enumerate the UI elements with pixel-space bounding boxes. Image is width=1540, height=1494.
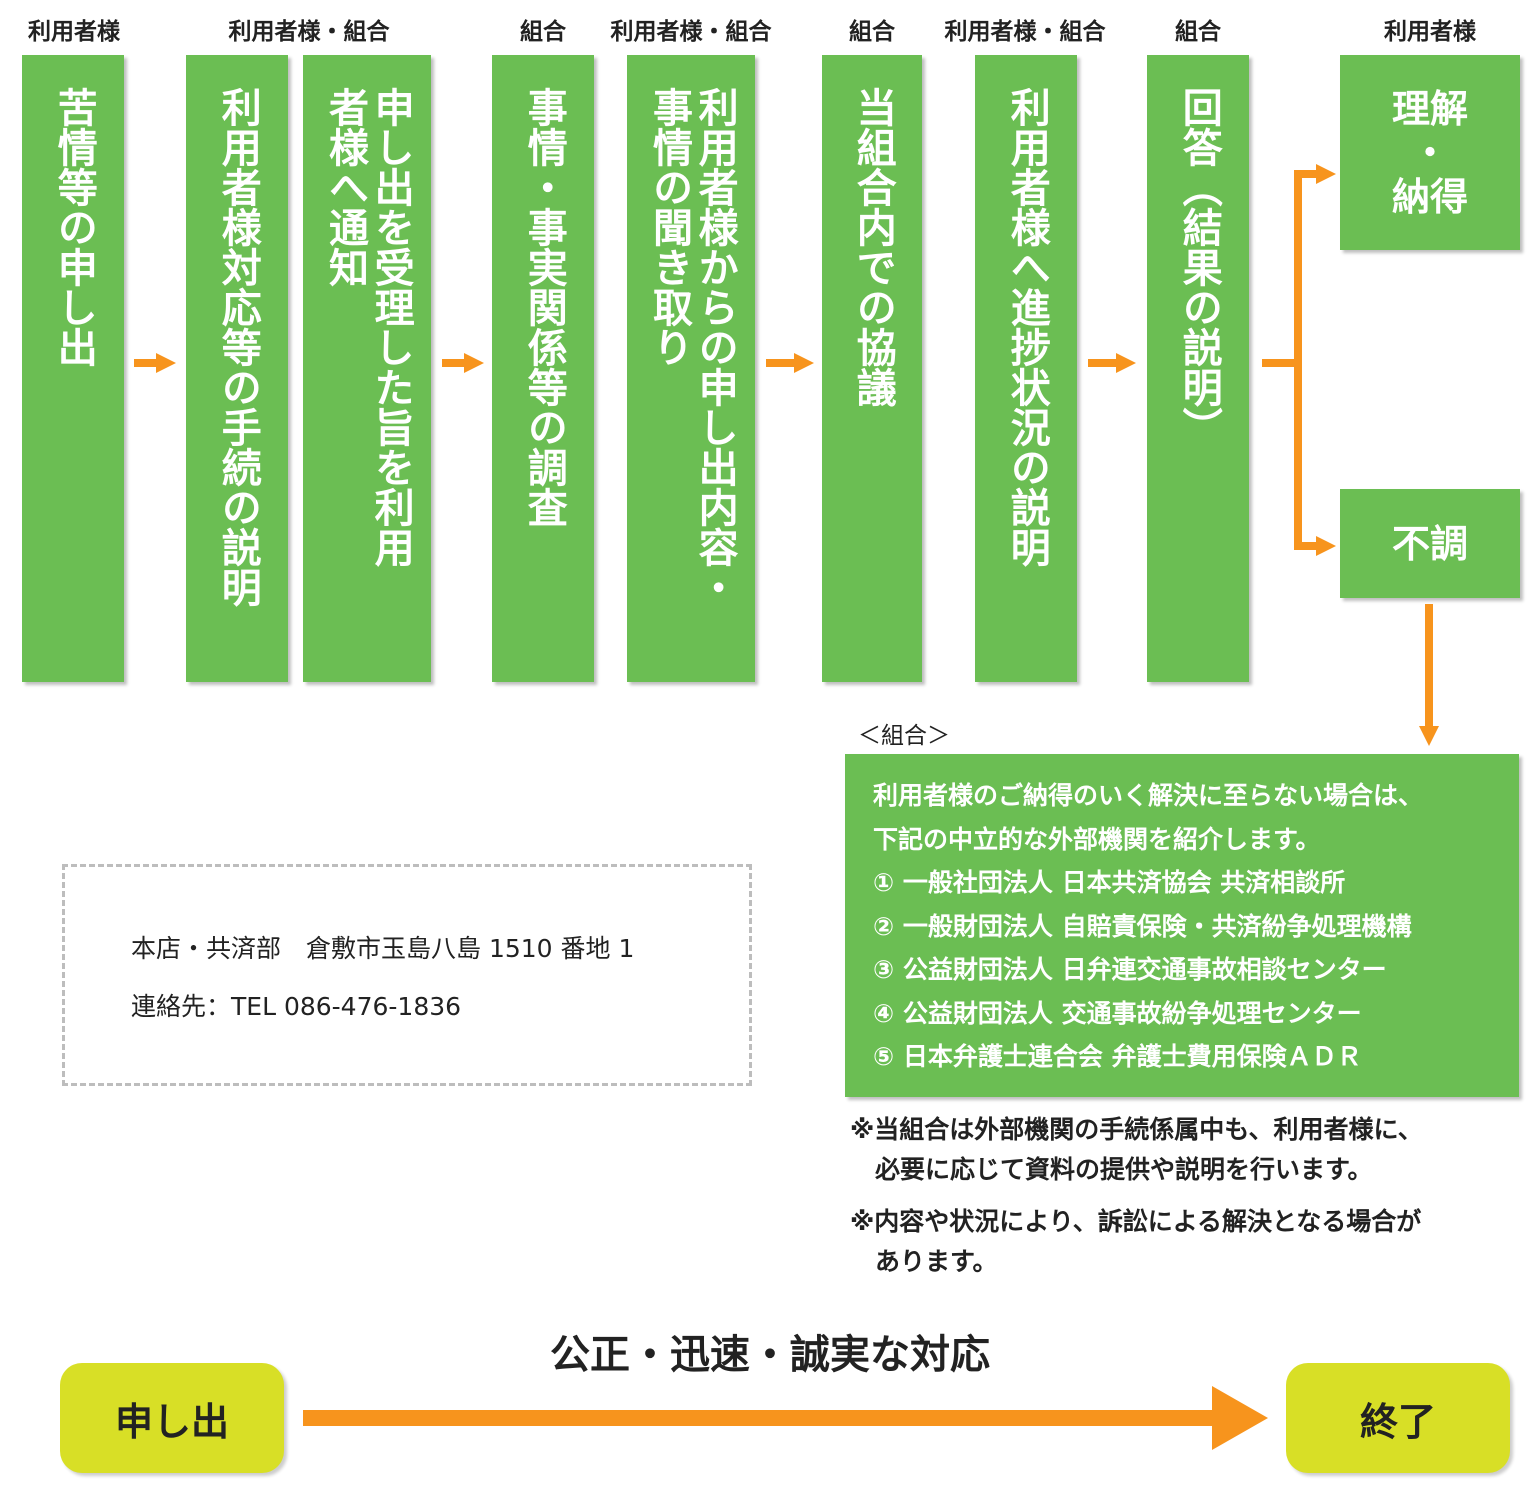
arrow-right-icon (134, 353, 176, 373)
step-investigation-box: 事情・事実関係等の調査 (492, 55, 594, 682)
outcome-unresolved-box: 不調 (1340, 489, 1520, 598)
remark-line: ※内容や状況により、訴訟による解決となる場合が (850, 1207, 1422, 1236)
step-complaint-text: 苦情等の申し出 (50, 87, 97, 367)
remark-line: ※当組合は外部機関の手続係属中も、利用者様に、 (850, 1115, 1423, 1144)
actor-label-6: 利用者様・組合 (944, 19, 1106, 45)
actor-label-1: 利用者様 (28, 19, 120, 45)
address-line: 本店・共済部 倉敷市玉島八島 1510 番地 1 (131, 934, 635, 963)
contact-line: 連絡先：TEL 086-476-1836 (131, 992, 462, 1021)
step-complaint-box: 苦情等の申し出 (22, 55, 124, 682)
actor-label-8: 利用者様 (1384, 19, 1476, 45)
outcome-understood-box: 理解 ・ 納得 (1340, 55, 1520, 250)
actor-label-5: 組合 (849, 19, 895, 45)
step-hearing-text: 利用者様からの申し出内容・ 事情の聞き取り (646, 87, 738, 607)
step-hearing-box: 利用者様からの申し出内容・ 事情の聞き取り (627, 55, 755, 682)
step-progress-report-text: 利用者様へ進捗状況の説明 (1003, 87, 1050, 567)
motto-title: 公正・迅速・誠実な対応 (550, 1332, 990, 1378)
referral-line: ④ 公益財団法人 交通事故紛争処理センター (873, 998, 1362, 1028)
referral-line: ① 一般社団法人 日本共済協会 共済相談所 (873, 868, 1346, 897)
step-internal-discussion-text: 当組合内での協議 (849, 87, 896, 407)
step-procedure-explanation-box: 利用者様対応等の手続の説明 (186, 55, 288, 682)
referral-line: 下記の中立的な外部機関を紹介します。 (873, 824, 1321, 854)
arrow-right-icon (766, 353, 814, 373)
branch-arrow-icon (1262, 164, 1336, 556)
outcome-understood-text: 理解 ・ 納得 (1391, 86, 1468, 219)
arrow-right-icon (442, 353, 484, 373)
step-answer-text: 回答（結果の説明） (1175, 87, 1222, 447)
actor-label-7: 組合 (1175, 19, 1221, 45)
step-progress-report-box: 利用者様へ進捗状況の説明 (975, 55, 1077, 682)
step-investigation-text: 事情・事実関係等の調査 (520, 87, 567, 527)
timeline-end-pill: 終了 (1286, 1363, 1510, 1473)
timeline-start-pill: 申し出 (60, 1363, 284, 1473)
actor-label-2: 利用者様・組合 (228, 19, 390, 45)
arrow-down-icon (1419, 604, 1439, 746)
step-internal-discussion-box: 当組合内での協議 (822, 55, 922, 682)
referral-line: ③ 公益財団法人 日弁連交通事故相談センター (873, 955, 1387, 984)
arrow-right-icon (1088, 353, 1136, 373)
referral-line: 利用者様のご納得のいく解決に至らない場合は、 (873, 781, 1424, 810)
remark-line: あります。 (850, 1247, 998, 1276)
referral-box: 利用者様のご納得のいく解決に至らない場合は、 下記の中立的な外部機関を紹介します… (845, 754, 1519, 1097)
step-procedure-explanation-text: 利用者様対応等の手続の説明 (214, 87, 261, 607)
referral-heading: ＜組合＞ (858, 723, 950, 749)
outcome-unresolved-text: 不調 (1391, 521, 1468, 566)
actor-label-3: 組合 (520, 19, 566, 45)
timeline-arrow-icon (303, 1386, 1268, 1450)
step-answer-box: 回答（結果の説明） (1147, 55, 1249, 682)
remark-line: 必要に応じて資料の提供や説明を行います。 (850, 1155, 1373, 1184)
step-receipt-notice-text: 申し出を受理した旨を利用 者様へ通知 (322, 87, 414, 567)
referral-line: ② 一般財団法人 自賠責保険・共済紛争処理機構 (873, 911, 1412, 941)
actor-label-4: 利用者様・組合 (610, 19, 772, 45)
step-receipt-notice-box: 申し出を受理した旨を利用 者様へ通知 (303, 55, 431, 682)
referral-line: ⑤ 日本弁護士連合会 弁護士費用保険ＡＤＲ (873, 1042, 1362, 1071)
address-box: 本店・共済部 倉敷市玉島八島 1510 番地 1 連絡先：TEL 086-476… (62, 864, 752, 1086)
